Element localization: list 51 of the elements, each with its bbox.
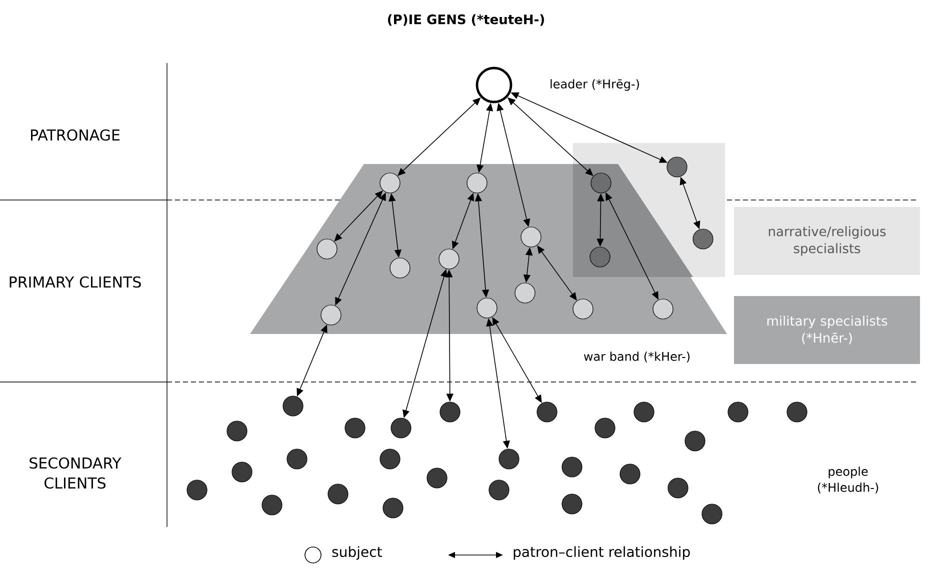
node-label: war band (*kHer-) — [584, 352, 690, 362]
subject-circle — [668, 478, 688, 498]
subject-circle — [440, 402, 460, 422]
subject-circle — [692, 228, 714, 250]
subject-circle — [380, 448, 400, 470]
subject-circle — [514, 282, 536, 304]
subject-circle — [620, 464, 640, 484]
subject-circle — [426, 468, 448, 488]
legend-box: military specialists (*Hnēr-) — [734, 296, 920, 364]
subject-circle — [594, 418, 616, 438]
subject-circle — [186, 480, 208, 500]
subject-circle — [684, 430, 706, 452]
legend-box: narrative/religious specialists — [734, 207, 920, 275]
subject-circle — [232, 462, 252, 482]
subject-circle — [390, 418, 412, 438]
subject-circle — [728, 402, 748, 422]
subject-circle — [226, 420, 248, 442]
legend-label: patron–client relationship — [514, 546, 690, 560]
subject-circle — [562, 456, 582, 478]
subject-circle — [652, 298, 674, 320]
subject-circle — [702, 504, 722, 524]
subject-circle — [380, 172, 400, 194]
subject-circle — [286, 448, 308, 470]
subject-circle — [572, 298, 594, 320]
row-label: SECONDARY CLIENTS — [30, 457, 122, 489]
subject-circle — [320, 304, 342, 326]
subject-circle — [316, 238, 338, 260]
subject-circle — [488, 480, 510, 500]
subject-circle — [562, 494, 582, 514]
subject-circle — [476, 298, 498, 318]
leader-circle — [476, 66, 512, 104]
leader-label: leader (*Hrēg-) — [550, 79, 639, 91]
subject-circle — [382, 498, 404, 518]
subject-circle — [390, 258, 410, 278]
subject-circle — [520, 226, 542, 248]
legend-label: subject — [332, 546, 382, 560]
row-label: PRIMARY CLIENTS — [10, 276, 141, 288]
subject-circle — [344, 418, 366, 438]
subject-circle — [282, 396, 304, 416]
subject-circle — [328, 484, 348, 504]
title: (P)IE GENS (*teuteH-) — [388, 14, 544, 26]
subject-circle — [634, 402, 654, 422]
row-label: PATRONAGE — [31, 129, 120, 141]
row-label: people (*Hleudh-) — [818, 466, 878, 494]
subject-circle — [438, 248, 460, 270]
subject-circle — [262, 494, 282, 516]
subject-circle — [466, 172, 488, 194]
subject-circle — [666, 156, 688, 178]
subject-circle — [498, 448, 520, 470]
subject-circle — [786, 402, 808, 422]
subject-circle — [536, 402, 558, 422]
